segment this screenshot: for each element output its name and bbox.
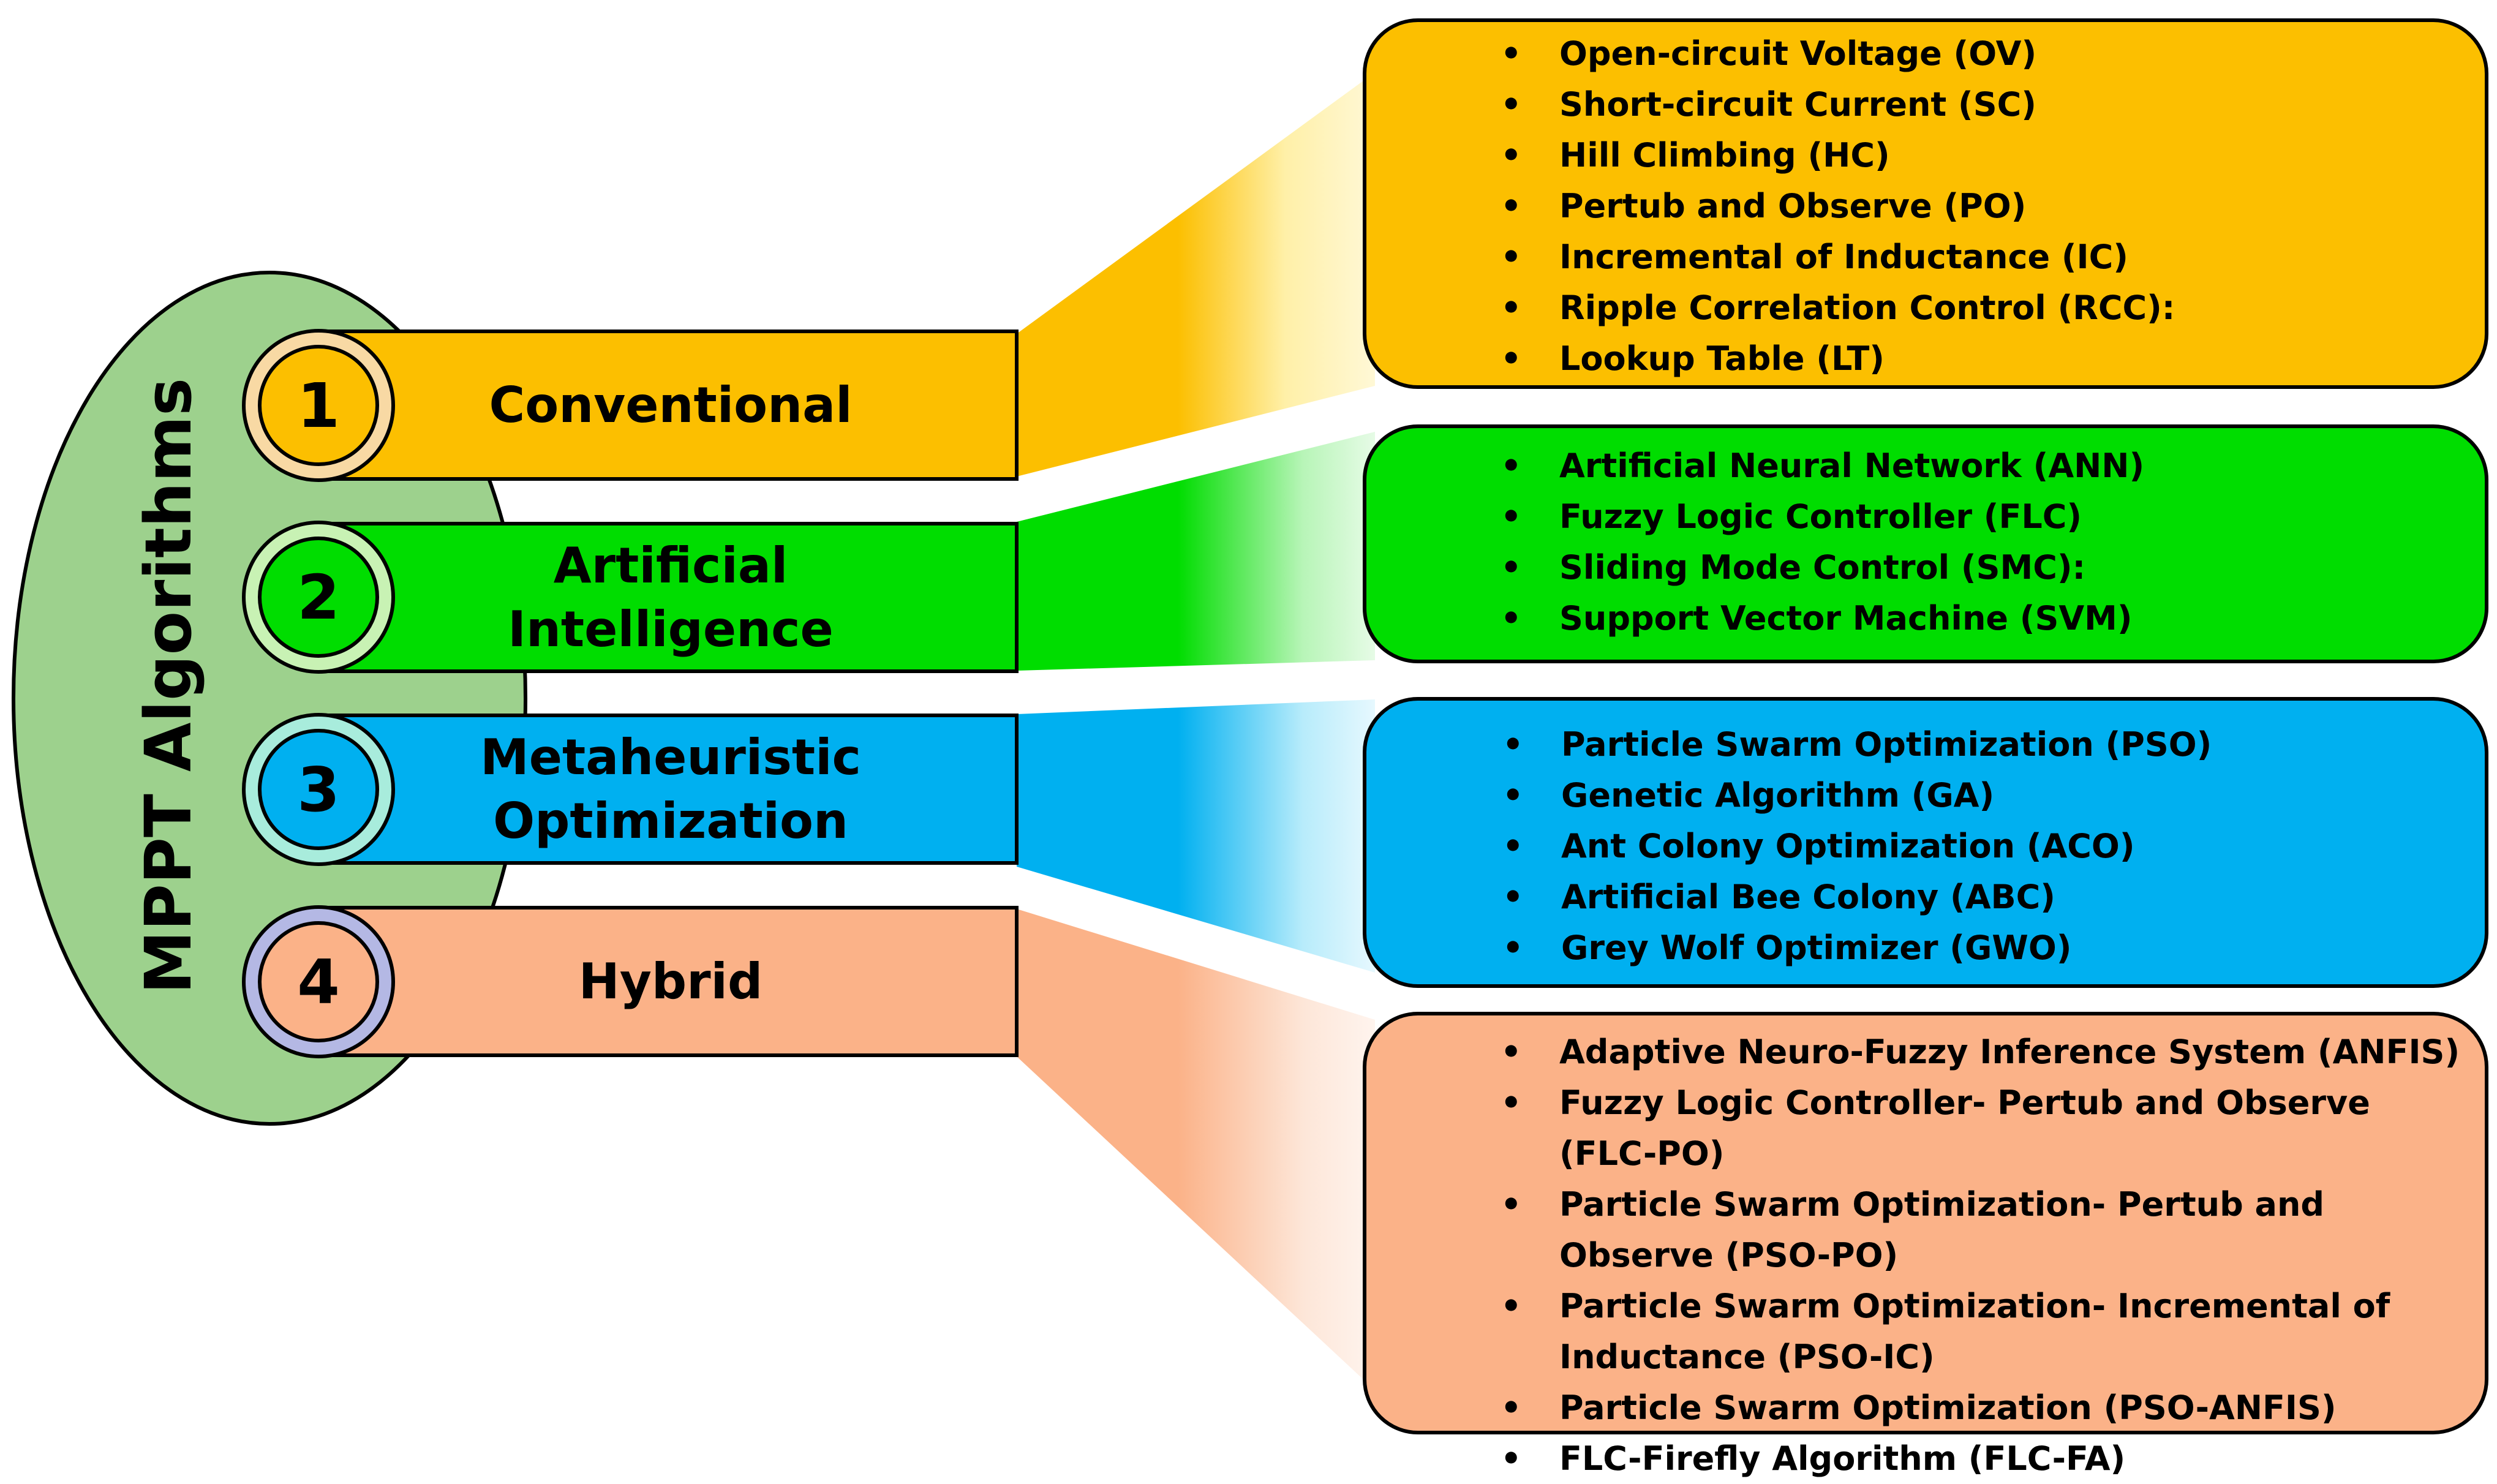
number-circle-3 (242, 713, 395, 866)
list-item: •Grey Wolf Optimizer (GWO) (1502, 928, 2072, 967)
list-item: •Adaptive Neuro-Fuzzy Inference System (… (1501, 1033, 2460, 1071)
list-item: •Lookup Table (LT) (1501, 339, 1885, 378)
list-item: •Ant Colony Optimization (ACO) (1502, 827, 2135, 865)
category-label-artificial-intelligence: Artificial Intelligence (508, 537, 834, 658)
connector-artificial-intelligence (1017, 432, 1375, 671)
list-item: •Open-circuit Voltage (OV) (1501, 34, 2037, 73)
list-item: •Genetic Algorithm (GA) (1502, 776, 1995, 815)
number-circle-1 (242, 329, 395, 482)
category-label-metaheuristic-optimization: Metaheuristic Optimization (480, 728, 861, 849)
number-label-3: 3 (297, 753, 340, 826)
bar-artificial-intelligence (317, 522, 1019, 673)
list-hybrid: •Adaptive Neuro-Fuzzy Inference System (… (1501, 1026, 2473, 1484)
list-metaheuristic-optimization: •Particle Swarm Optimization (PSO) •Gene… (1502, 719, 2473, 973)
list-box-conventional: •Open-circuit Voltage (OV) •Short-circui… (1363, 18, 2488, 389)
connector-conventional (1017, 72, 1375, 476)
list-item: •Hill Climbing (HC) (1501, 136, 1890, 175)
list-item: •Particle Swarm Optimization (PSO) (1502, 725, 2212, 764)
list-item: •Fuzzy Logic Controller (FLC) (1501, 497, 2082, 536)
connector-metaheuristic-optimization (1017, 699, 1375, 973)
list-item: •Incremental of Inductance (IC) (1501, 238, 2128, 276)
list-conventional: •Open-circuit Voltage (OV) •Short-circui… (1501, 28, 2473, 384)
list-item: •Short-circuit Current (SC) (1501, 85, 2036, 124)
number-label-4: 4 (297, 946, 340, 1018)
list-item: •Artificial Neural Network (ANN) (1501, 446, 2145, 485)
list-item: •Fuzzy Logic Controller- Pertub and Obse… (1501, 1083, 2370, 1173)
list-item: •FLC-Firefly Algorithm (FLC-FA) (1501, 1439, 2126, 1478)
list-box-metaheuristic-optimization: •Particle Swarm Optimization (PSO) •Gene… (1363, 697, 2488, 988)
mppt-diagram (12, 72, 1375, 1390)
list-item: •Particle Swarm Optimization- Incrementa… (1501, 1287, 2390, 1376)
list-item: •Pertub and Observe (PO) (1501, 187, 2027, 225)
number-label-1: 1 (297, 369, 340, 442)
list-item: •Sliding Mode Control (SMC): (1501, 548, 2086, 587)
list-box-artificial-intelligence: •Artificial Neural Network (ANN) •Fuzzy … (1363, 424, 2488, 663)
root-title: MPPT Algorithms (131, 377, 206, 995)
category-label-conventional: Conventional (489, 376, 853, 434)
number-label-2: 2 (297, 561, 340, 633)
number-circle-2 (242, 521, 395, 674)
bar-conventional (317, 330, 1019, 481)
list-item: •Particle Swarm Optimization- Pertub and… (1501, 1185, 2325, 1275)
category-label-hybrid: Hybrid (578, 952, 763, 1010)
list-item: •Artificial Bee Colony (ABC) (1502, 878, 2055, 916)
list-item: •Ripple Correlation Control (RCC): (1501, 288, 2175, 327)
list-artificial-intelligence: •Artificial Neural Network (ANN) •Fuzzy … (1501, 440, 2473, 644)
list-box-hybrid: •Adaptive Neuro-Fuzzy Inference System (… (1363, 1012, 2488, 1478)
list-item: •Particle Swarm Optimization (PSO-ANFIS) (1501, 1388, 2337, 1427)
number-circle-4 (242, 905, 395, 1058)
connector-hybrid (1017, 909, 1375, 1390)
list-item: •Support Vector Machine (SVM) (1501, 599, 2133, 638)
